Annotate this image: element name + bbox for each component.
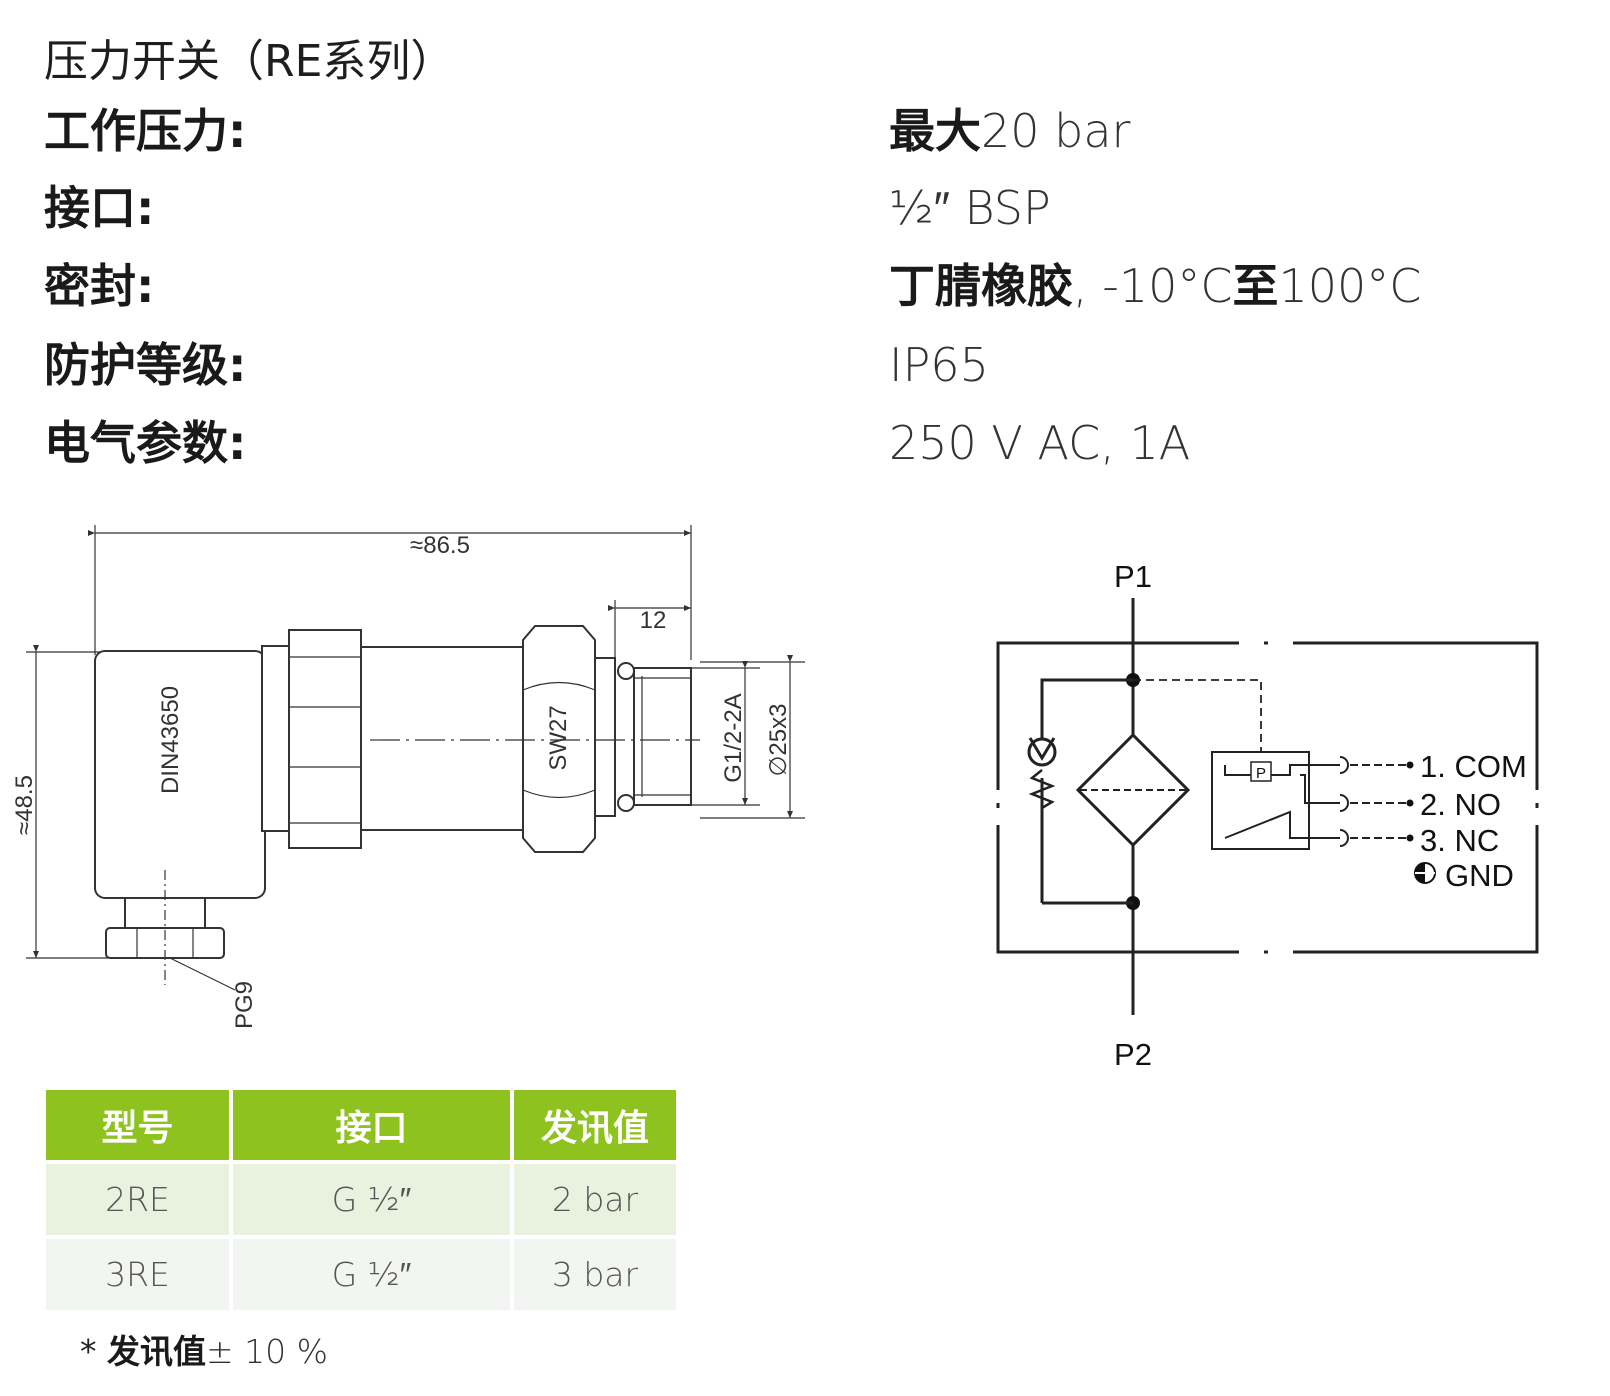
port-p1: P1 xyxy=(1114,559,1152,594)
diameter-label: ∅25x3 xyxy=(765,704,792,777)
note-cn: 发讯值 xyxy=(107,1332,206,1371)
dimension-drawing: ≈86.5 12 ≈48.5 DIN43650 PG9 xyxy=(11,525,805,1029)
spec-value-text: , -10°C xyxy=(1073,259,1233,313)
model-table: 型号 接口 发讯值 2RE G ½″ 2 bar 3RE G ½″ 3 bar xyxy=(42,1086,680,1314)
table-cell: 2RE xyxy=(46,1164,229,1235)
table-header: 接口 xyxy=(233,1090,510,1160)
spec-value-text: 250 V AC, 1A xyxy=(889,416,1191,470)
spec-value-port: ½″ BSP xyxy=(889,178,1051,238)
dim-height: ≈48.5 xyxy=(11,775,38,835)
table-header: 型号 xyxy=(46,1090,229,1160)
spec-value-cn: 最大 xyxy=(889,104,981,158)
table-row: 3RE G ½″ 3 bar xyxy=(46,1239,676,1310)
spec-label-pressure: 工作压力: xyxy=(44,104,247,158)
dim-length: ≈86.5 xyxy=(410,532,470,559)
spec-value-text: IP65 xyxy=(889,338,989,392)
wrench-label: SW27 xyxy=(545,705,572,770)
spec-label-port: 接口: xyxy=(44,181,155,235)
gland-label: PG9 xyxy=(231,981,258,1029)
spec-value-pressure: 最大20 bar xyxy=(889,101,1130,161)
table-cell: 3 bar xyxy=(514,1239,676,1310)
spec-label-protection: 防护等级: xyxy=(44,338,247,392)
table-row: 2RE G ½″ 2 bar xyxy=(46,1164,676,1235)
table-header: 发讯值 xyxy=(514,1090,676,1160)
table-cell: 3RE xyxy=(46,1239,229,1310)
tolerance-note: * 发讯值± 10 % xyxy=(80,1325,328,1373)
page-title: 压力开关（RE系列） xyxy=(44,36,455,87)
terminal-gnd: GND xyxy=(1445,858,1514,893)
table-cell: G ½″ xyxy=(233,1164,510,1235)
spec-value-text: ½″ BSP xyxy=(889,181,1051,235)
spec-value-text: 20 bar xyxy=(981,104,1131,158)
spec-value-seal: 丁腈橡胶, -10°C至100°C xyxy=(889,256,1421,316)
table-header-row: 型号 接口 发讯值 xyxy=(46,1090,676,1160)
spec-value-protection: IP65 xyxy=(889,335,989,395)
connector-label: DIN43650 xyxy=(157,686,184,794)
terminal-com: 1. COM xyxy=(1420,749,1527,784)
spec-label-electrical: 电气参数: xyxy=(44,416,247,470)
schematic: P1 P2 P xyxy=(996,559,1539,1072)
spec-label-seal: 密封: xyxy=(44,259,155,313)
dim-thread: 12 xyxy=(640,607,667,634)
table-cell: 2 bar xyxy=(514,1164,676,1235)
table-cell: G ½″ xyxy=(233,1239,510,1310)
thread-label: G1/2-2A xyxy=(720,693,747,782)
note-text: ± 10 % xyxy=(206,1332,328,1371)
spec-value-cn2: 至 xyxy=(1232,259,1279,313)
terminal-nc: 3. NC xyxy=(1420,823,1499,858)
pressure-box-label: P xyxy=(1256,765,1266,782)
terminal-no: 2. NO xyxy=(1420,787,1501,822)
port-p2: P2 xyxy=(1114,1037,1152,1072)
note-prefix: * xyxy=(80,1332,107,1371)
spec-value-cn: 丁腈橡胶 xyxy=(889,259,1073,313)
spec-value-text2: 100°C xyxy=(1278,259,1422,313)
spec-value-electrical: 250 V AC, 1A xyxy=(889,413,1190,473)
